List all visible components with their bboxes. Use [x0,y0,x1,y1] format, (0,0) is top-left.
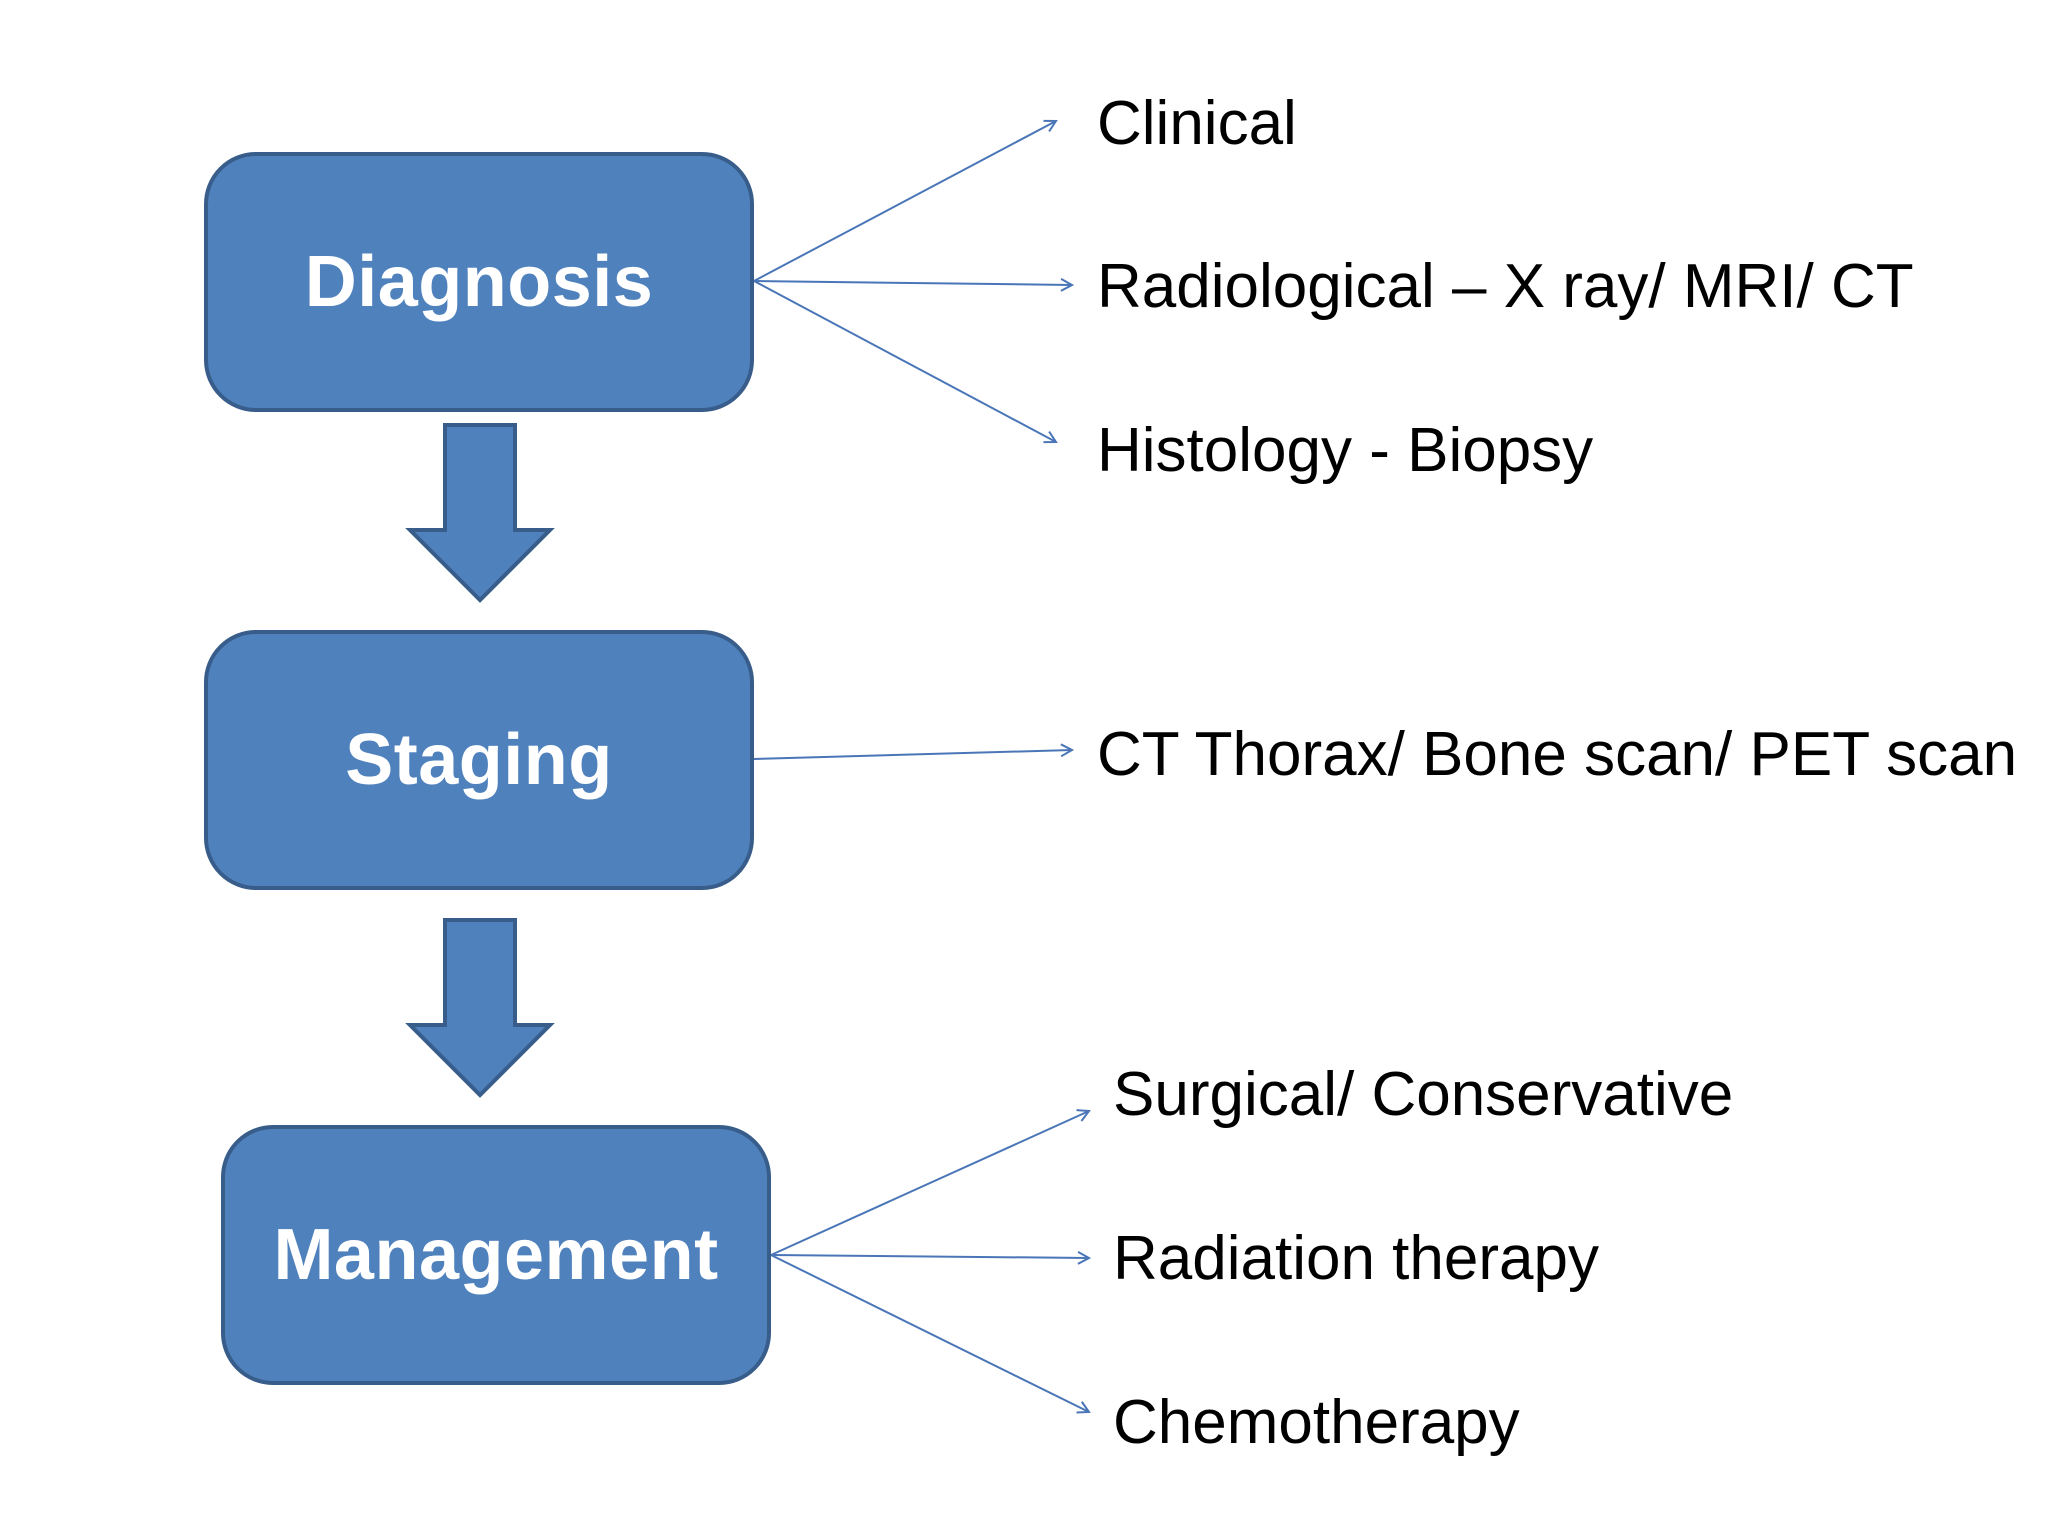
item-label-histology: Histology - Biopsy [1097,416,1594,485]
item-label-clinical: Clinical [1097,89,1297,158]
stage-label-diagnosis: Diagnosis [304,242,654,322]
connector-management-surgical [770,1111,1089,1256]
down-arrow-diagnosis-to-staging [405,423,555,603]
item-label-ct-bone-pet: CT Thorax/ Bone scan/ PET scan [1097,720,2018,789]
item-label-surgical: Surgical/ Conservative [1113,1060,1734,1129]
stage-label-staging: Staging [345,720,613,800]
connector-diagnosis-clinical [753,121,1056,282]
item-label-radiological: Radiological – X ray/ MRI/ CT [1097,252,1914,321]
connector-staging-ct [753,750,1072,760]
stage-box-diagnosis: Diagnosis [204,152,754,412]
connector-diagnosis-radiological [753,281,1072,285]
item-label-radiation: Radiation therapy [1113,1224,1599,1293]
item-label-chemotherapy: Chemotherapy [1113,1388,1520,1457]
stage-label-management: Management [273,1215,719,1295]
down-arrow-staging-to-management [405,918,555,1098]
connector-management-radiation [770,1255,1089,1258]
connector-management-chemo [770,1254,1089,1412]
connector-diagnosis-histology [753,280,1056,442]
stage-box-staging: Staging [204,630,754,890]
stage-box-management: Management [221,1125,771,1385]
